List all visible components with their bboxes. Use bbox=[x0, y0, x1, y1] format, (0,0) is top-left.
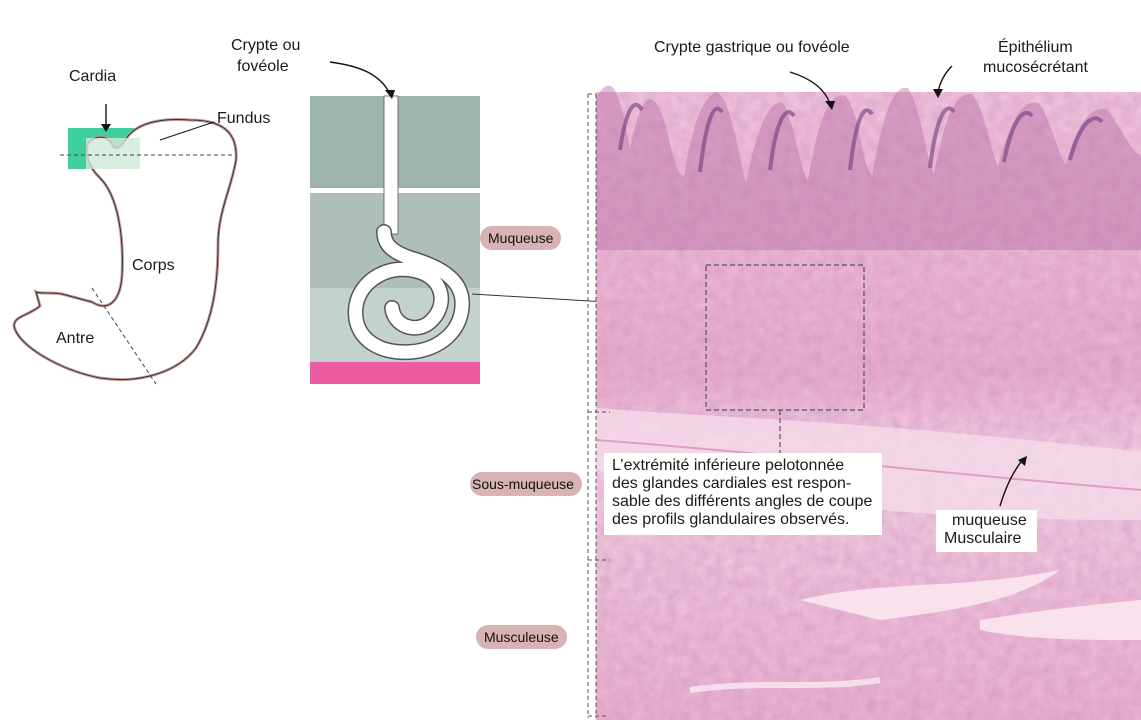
crypt-label-line2: fovéole bbox=[237, 57, 289, 76]
submucosa-band bbox=[310, 362, 480, 384]
note-line-3: sable des différents angles de coupe bbox=[612, 493, 872, 511]
epithelium-pointer bbox=[938, 66, 952, 92]
histology-micrograph bbox=[596, 66, 1141, 720]
crypt-label-line1: Crypte ou bbox=[231, 36, 300, 55]
corps-label: Corps bbox=[132, 256, 175, 275]
fundus-label: Fundus bbox=[217, 109, 270, 128]
note-line-2: des glandes cardiales est respon- bbox=[612, 475, 872, 493]
note-line-4: des profils glandulaires observés. bbox=[612, 511, 872, 529]
epithelium-label-line2: mucosécrétant bbox=[983, 58, 1088, 77]
muscularis-line1: muqueuse bbox=[944, 512, 1027, 530]
crypt-pointer bbox=[330, 62, 390, 94]
gastric-crypt-label: Crypte gastrique ou fovéole bbox=[654, 38, 850, 57]
antre-label: Antre bbox=[56, 329, 94, 348]
note-line-1: L’extrémité inférieure pelotonnée bbox=[612, 457, 872, 475]
coiled-gland-note: L’extrémité inférieure pelotonnée des gl… bbox=[604, 453, 882, 535]
gland-schematic bbox=[310, 62, 480, 384]
submucosa-layer-label: Sous-muqueuse bbox=[470, 472, 582, 496]
stomach-diagram bbox=[14, 104, 236, 384]
muscularis-mucosae-note: muqueuse Musculaire bbox=[936, 510, 1037, 552]
mucosa-layer-label: Muqueuse bbox=[480, 226, 561, 250]
muscularis-layer-label: Musculeuse bbox=[476, 625, 567, 649]
epithelium-label-line1: Épithélium bbox=[998, 38, 1073, 57]
muscularis-line2: Musculaire bbox=[944, 530, 1027, 548]
cardia-label: Cardia bbox=[69, 67, 116, 86]
